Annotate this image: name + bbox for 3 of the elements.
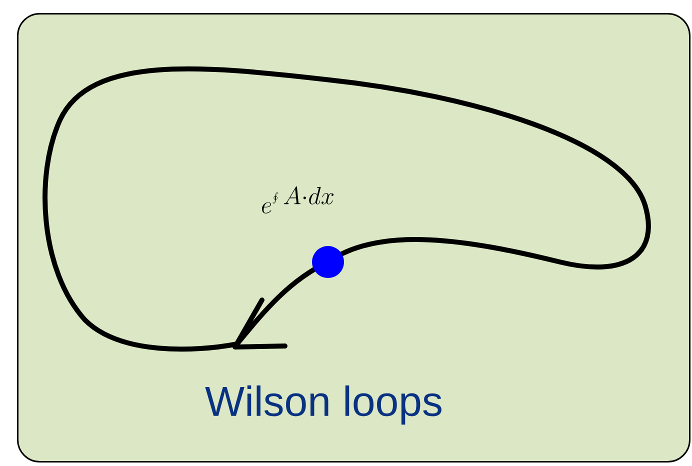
caption-text: Wilson loops xyxy=(205,385,442,425)
formula: $e^{\oint A\cdot dx}$ xyxy=(262,186,334,214)
panel-box xyxy=(17,13,690,462)
